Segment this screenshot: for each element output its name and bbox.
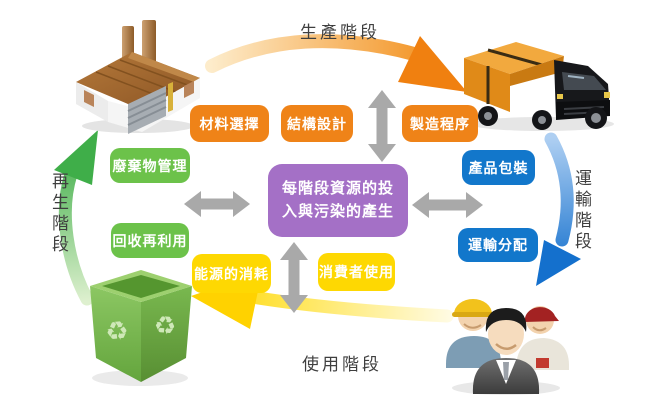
center-resource-pollution-box: 每階段資源的投 入與污染的產生: [268, 164, 408, 237]
regeneration-stage-arrowhead-icon: [54, 130, 98, 185]
delivery-truck-icon: [464, 42, 614, 131]
box-transport-distribution: 運輸分配: [458, 228, 538, 262]
box-consumer-use: 消費者使用: [318, 253, 395, 291]
box-material-selection: 材料選擇: [190, 105, 269, 142]
transport-stage-arrowhead-icon: [536, 240, 581, 286]
box-waste-management: 廢棄物管理: [110, 148, 190, 183]
center-box-line2: 入與污染的產生: [281, 202, 394, 220]
use-stage-arrow: [251, 291, 454, 323]
production-stage-arrow: [205, 34, 421, 73]
box-recycling-reuse: 回收再利用: [111, 223, 189, 258]
box-energy-consumption: 能源的消耗: [192, 254, 271, 293]
double-arrow-right-icon: [412, 192, 483, 218]
production-stage-label: 生產階段: [300, 23, 380, 42]
center-box-line1: 每階段資源的投: [281, 180, 394, 197]
svg-text:♻: ♻: [104, 316, 130, 348]
transport-stage-arrow: [544, 132, 574, 247]
use-stage-label: 使用階段: [302, 355, 382, 374]
consumers-icon: [446, 299, 570, 395]
recycle-bin-icon: ♻ ♻: [90, 270, 192, 386]
transport-stage-label: 運輸階段: [572, 169, 591, 253]
svg-text:♻: ♻: [153, 310, 178, 341]
double-arrow-top-icon: [368, 90, 396, 162]
box-structure-design: 結構設計: [281, 105, 353, 142]
box-product-packaging: 產品包裝: [462, 150, 535, 185]
double-arrow-left-icon: [184, 191, 250, 217]
factory-icon: [76, 20, 200, 134]
double-arrow-bottom-icon: [280, 242, 308, 313]
regeneration-stage-arrow: [58, 167, 94, 306]
production-stage-arrowhead-icon: [398, 36, 467, 92]
regeneration-stage-label: 再生階段: [49, 172, 68, 256]
box-manufacturing-process: 製造程序: [402, 105, 478, 142]
